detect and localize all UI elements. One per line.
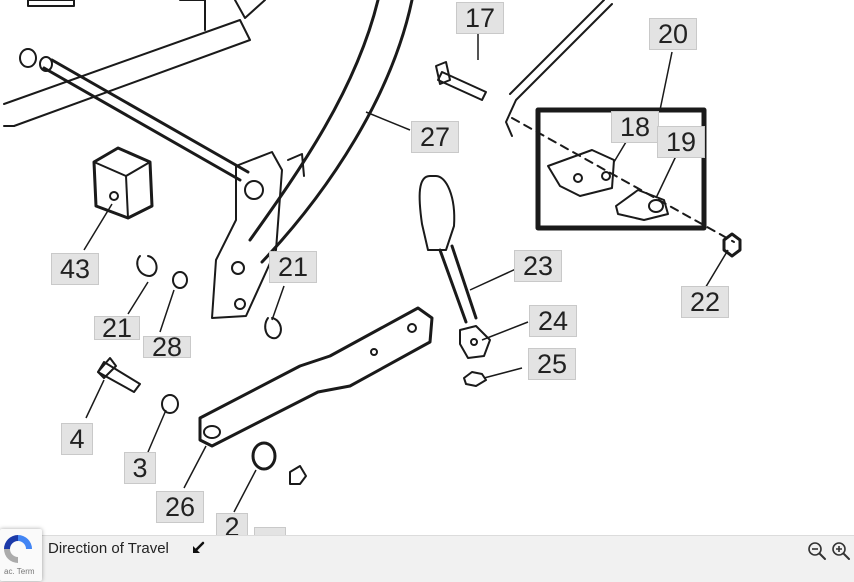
callout-17: 17 [456,2,504,34]
recaptcha-logo-icon [4,535,32,563]
callout-3: 3 [124,452,156,484]
zoom-out-icon[interactable] [806,540,828,562]
callout-21-right: 21 [269,251,317,283]
callout-2: 2 [216,513,248,537]
recaptcha-badge[interactable]: ac. Term [0,529,42,581]
washer-28 [172,271,188,289]
callout-27: 27 [411,121,459,153]
deck-frame [3,0,266,127]
clip-21-left [136,255,158,277]
washer-3 [161,394,179,414]
nut-25 [463,371,487,387]
washer-top-left [19,48,37,68]
callout-26: 26 [156,491,204,523]
callout-25: 25 [528,348,576,380]
lift-link-26 [198,306,434,448]
arrow-down-left-icon [193,541,205,553]
nut-22 [722,232,742,258]
direction-of-travel-label: Direction of Travel [48,540,169,557]
callout-21-left: 21 [94,315,140,342]
recaptcha-privacy-text[interactable]: ac. Term [4,567,35,576]
eye-bolt-23 [418,175,478,324]
callout-4: 4 [61,423,93,455]
caption-bar: Direction of Travel [0,535,854,582]
nut-2 [289,465,307,485]
pivot-bracket [211,151,305,319]
washer-2 [251,441,277,471]
callout-18: 18 [611,111,659,143]
leader-lines [83,32,729,513]
curved-tube [248,0,414,264]
part-19 [615,189,669,221]
callout-24: 24 [529,305,577,337]
callout-19: 19 [657,126,705,158]
part-18 [547,149,615,197]
callout-23: 23 [514,250,562,282]
callout-22: 22 [681,286,729,318]
bolt-17 [435,61,487,101]
part-24 [459,325,491,359]
arm-20 [505,0,613,137]
clip-21-right [264,317,282,340]
bolt-4 [97,357,141,393]
dashed-line [511,117,735,243]
callout-43: 43 [51,253,99,285]
part-43-block [92,146,154,220]
zoom-in-icon[interactable] [830,540,852,562]
parts-diagram [3,0,742,513]
callout-28: 28 [143,334,191,361]
detail-box [535,107,707,231]
callout-20: 20 [649,18,697,50]
axle-rod [39,56,250,182]
